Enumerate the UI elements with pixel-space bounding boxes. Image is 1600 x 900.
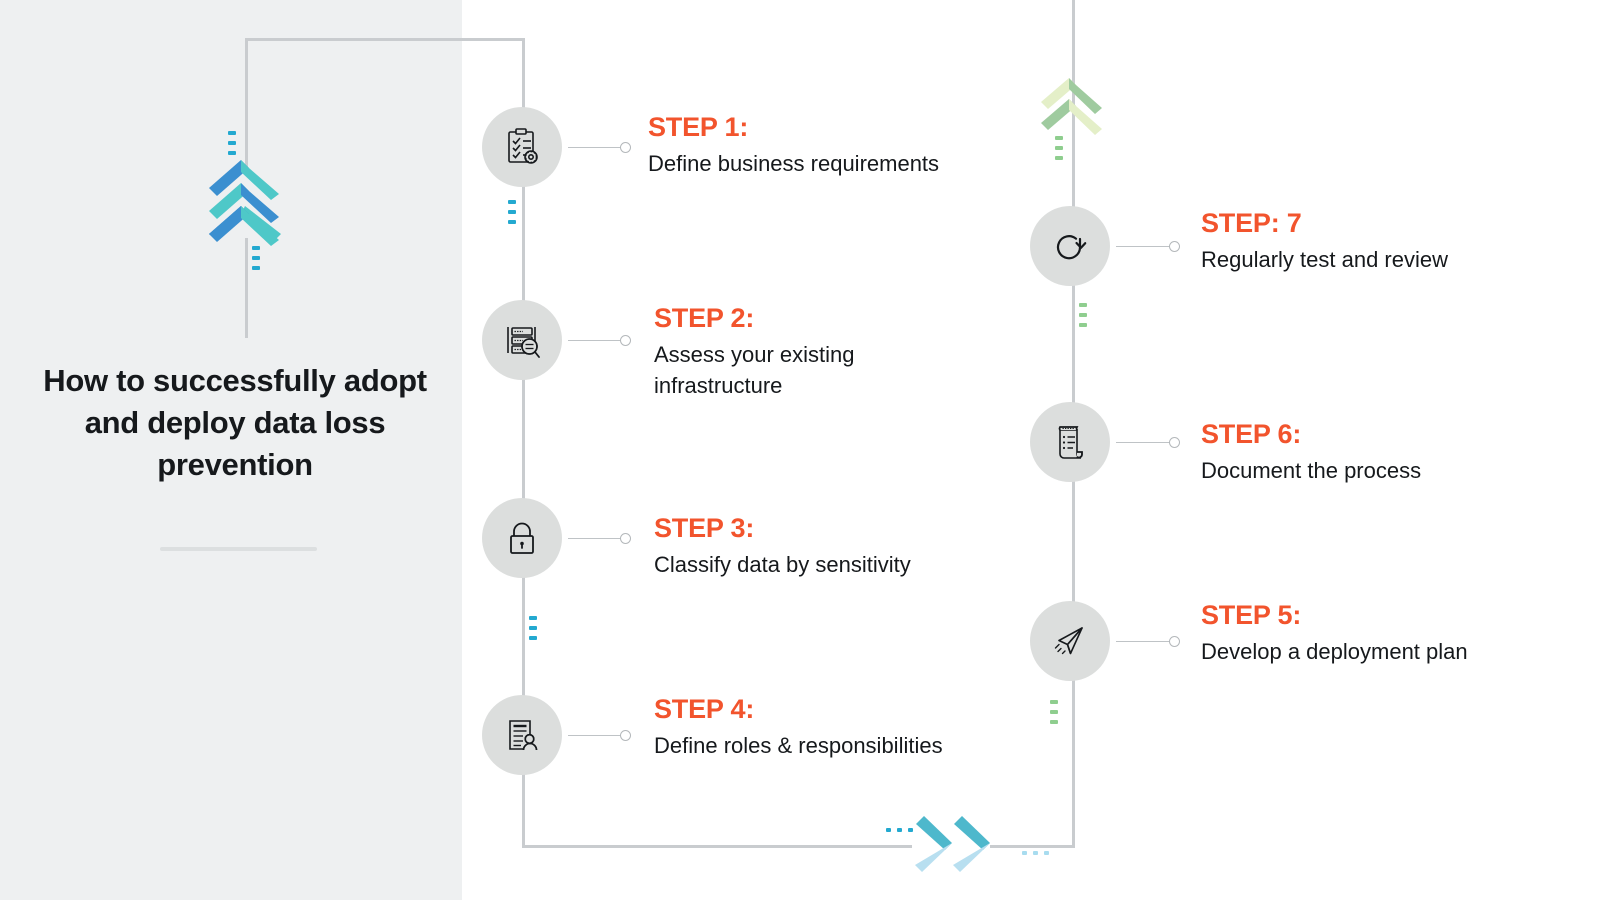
tick-marks-blue-top [228,131,236,155]
refresh-cycle-icon [1050,226,1090,266]
step-text-6: STEP 6: Document the process [1201,419,1531,486]
connector-left-bottom [245,238,248,338]
padlock-icon [501,517,543,559]
step-text-5: STEP 5: Develop a deployment plan [1201,600,1531,667]
leader-dot-5 [1169,636,1180,647]
step-label-4: STEP 4: [654,694,755,724]
chevron-pair-right [912,812,992,878]
connector-left-top [245,38,248,168]
connector-step-column-left [522,38,525,848]
step-description-5: Develop a deployment plan [1201,639,1468,664]
leader-dot-1 [620,142,631,153]
leader-line-7 [1116,246,1172,247]
step-text-3: STEP 3: Classify data by sensitivity [654,513,974,580]
tick-marks-cyan-right [1022,851,1049,855]
leader-dot-2 [620,335,631,346]
step-description-2: Assess your existing infrastructure [654,342,855,398]
step-description-1: Define business requirements [648,151,940,176]
leader-line-1 [568,147,623,148]
step-description-6: Document the process [1201,458,1422,483]
leader-dot-4 [620,730,631,741]
chevron-stack-green [1038,78,1108,138]
step-node-4[interactable] [482,695,562,775]
step-node-2[interactable] [482,300,562,380]
connector-top-horizontal [245,38,525,41]
step-text-1: STEP 1: Define business requirements [648,112,948,179]
step-node-3[interactable] [482,498,562,578]
tick-marks-cyan-left [886,828,913,832]
tick-marks-green-bottom [1050,700,1058,724]
step-node-5[interactable] [1030,601,1110,681]
step-text-2: STEP 2: Assess your existing infrastruct… [654,303,974,401]
step-node-7[interactable] [1030,206,1110,286]
paper-plane-icon [1049,620,1091,662]
leader-line-6 [1116,442,1172,443]
tick-marks-green-top [1055,136,1063,160]
step-node-6[interactable] [1030,402,1110,482]
step-text-4: STEP 4: Define roles & responsibilities [654,694,974,761]
step-description-4: Define roles & responsibilities [654,733,943,758]
leader-line-5 [1116,641,1172,642]
connector-bottom-horizontal-a [522,845,912,848]
title-underline [160,547,317,551]
step-node-1[interactable] [482,107,562,187]
step-description-7: Regularly test and review [1201,247,1449,272]
step-label-5: STEP 5: [1201,600,1302,630]
title-panel [0,0,462,900]
step-label-1: STEP 1: [648,112,749,142]
tick-marks-green-mid [1079,303,1087,327]
leader-line-3 [568,538,623,539]
leader-dot-7 [1169,241,1180,252]
step-text-7: STEP: 7 Regularly test and review [1201,208,1531,275]
tick-marks-blue-bottom [252,246,260,270]
chevron-stack-blue [205,160,285,250]
connector-bottom-horizontal-b [990,845,1075,848]
step-label-6: STEP 6: [1201,419,1302,449]
tick-marks-column-step1 [508,200,516,224]
page-title: How to successfully adopt and deploy dat… [43,363,427,482]
leader-line-2 [568,340,623,341]
leader-dot-6 [1169,437,1180,448]
server-magnifier-icon [501,319,543,361]
step-label-7: STEP: 7 [1201,208,1302,238]
step-label-2: STEP 2: [654,303,755,333]
scroll-document-icon [1049,421,1091,463]
step-description-3: Classify data by sensitivity [654,552,911,577]
document-person-icon [501,714,543,756]
tick-marks-column-step3 [529,616,537,640]
leader-dot-3 [620,533,631,544]
clipboard-checklist-icon [501,126,543,168]
step-label-3: STEP 3: [654,513,755,543]
leader-line-4 [568,735,623,736]
